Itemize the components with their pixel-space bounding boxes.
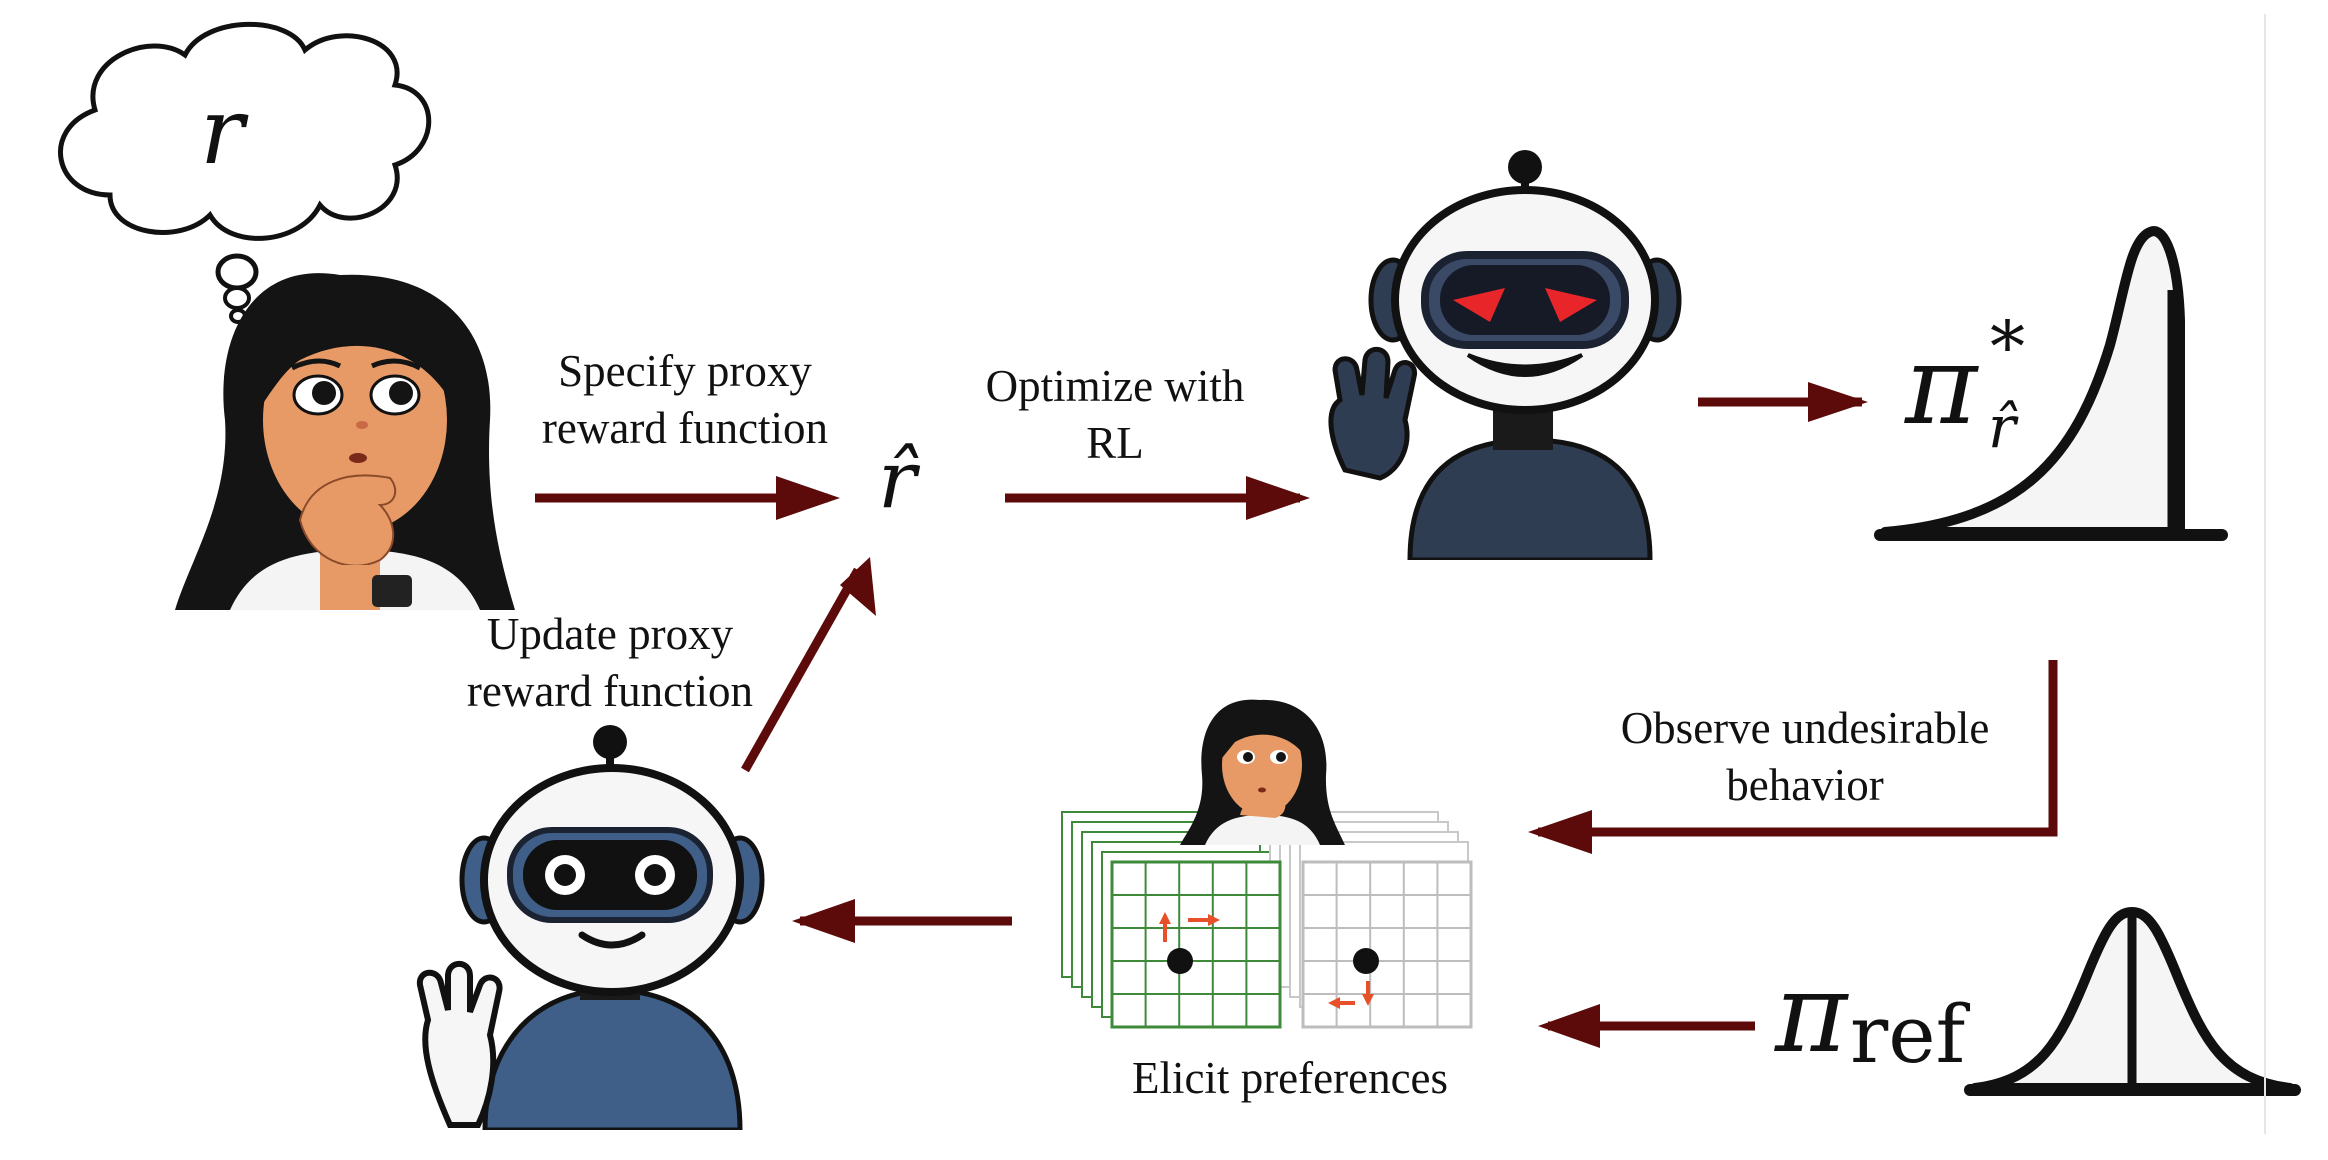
right-edge-rule: [2264, 14, 2266, 1134]
true-reward-symbol: r: [200, 78, 244, 185]
peaked-distribution-icon: [1874, 226, 2228, 541]
label-update-line2: reward function: [466, 666, 754, 716]
bell-distribution-icon: [1964, 907, 2301, 1096]
thinking-person-icon: [175, 273, 515, 610]
grid-front-other: [1301, 860, 1473, 1029]
label-specify-proxy: Specify proxy reward function: [500, 343, 870, 457]
arrow-update: [741, 567, 862, 773]
label-observe-behavior: Observe undesirable behavior: [1580, 700, 2030, 814]
evil-robot-icon: [1328, 150, 1682, 560]
thought-cloud-icon: [58, 21, 432, 324]
reference-policy-symbol: π: [1775, 949, 1848, 1077]
label-elicit-line1: Elicit preferences: [1131, 1053, 1449, 1103]
label-observe-line2: behavior: [1726, 760, 1884, 810]
optimal-policy-subscript: r̂: [1988, 393, 2016, 461]
proxy-reward-symbol: r̂: [878, 433, 917, 526]
label-optimize-line2: RL: [1086, 418, 1144, 468]
label-optimize-rl: Optimize with RL: [950, 358, 1280, 472]
reference-policy-subscript: ref: [1850, 988, 1966, 1081]
optimal-policy-star: *: [1990, 306, 2025, 388]
label-elicit-preferences: Elicit preferences: [1080, 1050, 1500, 1107]
arrow-observe: [1536, 660, 2058, 837]
grid-front-preferred: [1110, 860, 1282, 1029]
optimal-policy-pi: π: [1905, 321, 1978, 449]
thinking-person-small-icon: [1180, 699, 1345, 845]
label-optimize-line1: Optimize with: [985, 361, 1245, 411]
label-update-proxy: Update proxy reward function: [430, 606, 790, 720]
label-update-line1: Update proxy: [486, 609, 734, 659]
optimal-policy-symbol: π: [1905, 330, 1977, 440]
label-observe-line1: Observe undesirable: [1620, 703, 1990, 753]
friendly-robot-icon: [416, 725, 765, 1130]
label-specify-line2: reward function: [541, 403, 829, 453]
label-specify-line1: Specify proxy: [558, 346, 812, 396]
